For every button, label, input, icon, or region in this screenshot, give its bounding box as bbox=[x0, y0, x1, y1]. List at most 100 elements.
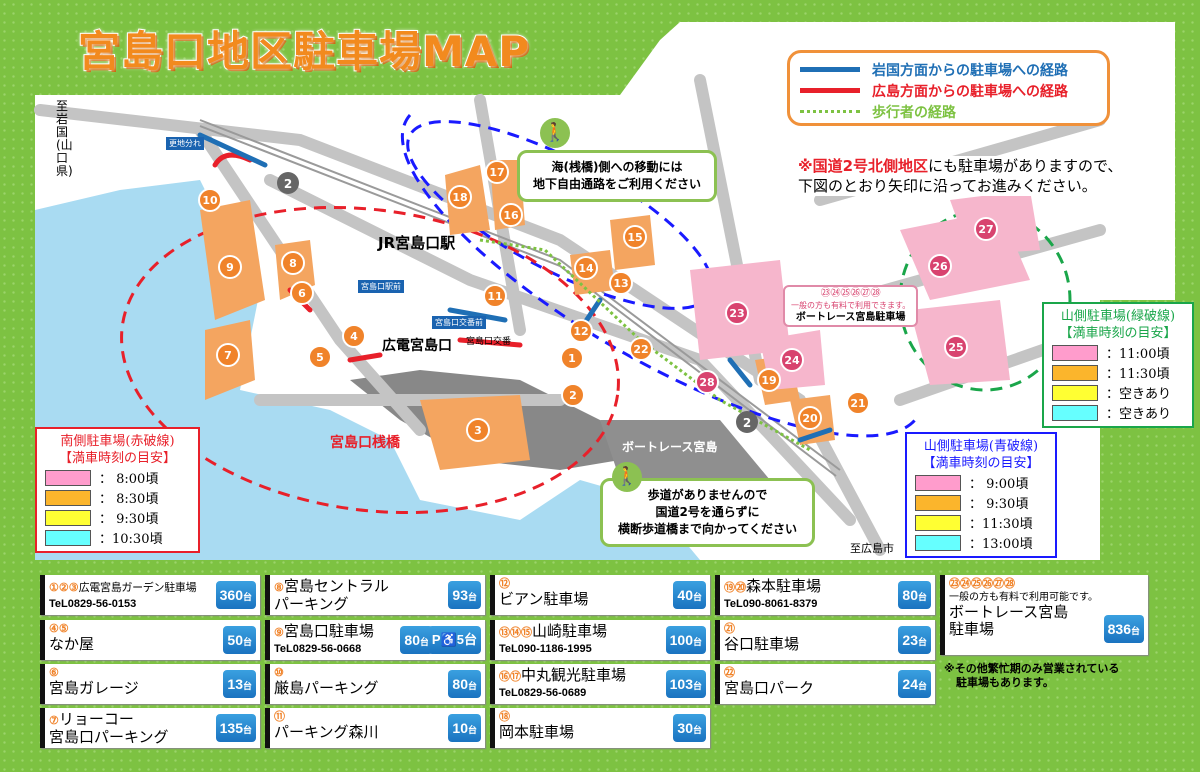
pier-label: 宮島口桟橋 bbox=[330, 435, 400, 451]
lot-marker-17 bbox=[485, 160, 509, 184]
south-lot-time-legend: 南側駐車場(赤破線)【満車時刻の目安】： 8:00頃： 8:30頃： 9:30頃… bbox=[35, 427, 200, 553]
lot-numbers: ⑩ bbox=[274, 667, 284, 679]
lot-name: 広電宮島ガーデン駐車場 bbox=[78, 582, 197, 594]
capacity-unit: 台 bbox=[242, 725, 252, 735]
parking-lot-markers: 1234567891011121314151617181920212223242… bbox=[198, 160, 998, 442]
lot-name: ボートレース宮島 駐車場 bbox=[949, 604, 1069, 638]
capacity-badge: 80台 bbox=[400, 626, 433, 654]
lot-number: 7 bbox=[224, 349, 232, 362]
lot-marker-5 bbox=[308, 345, 332, 369]
signal-sign: 宮島口交番前 bbox=[432, 316, 486, 329]
legend-time: ： 9:00頃 bbox=[969, 477, 1029, 492]
callout-text: 海(桟橋)側への移動には bbox=[551, 160, 683, 174]
legend-row: ：10:30頃 bbox=[45, 528, 190, 547]
legend-label: 歩行者の経路 bbox=[872, 104, 956, 121]
legend-time: ： 9:30頃 bbox=[99, 512, 159, 527]
lot-marker-8 bbox=[281, 251, 305, 275]
capacity-value: 836 bbox=[1107, 621, 1131, 637]
lot-phone: TeL0829-56-0153 bbox=[49, 598, 137, 610]
color-swatch bbox=[1052, 404, 1098, 421]
legend-time: ： 8:30頃 bbox=[99, 492, 159, 507]
capacity-unit: 台 bbox=[917, 681, 927, 691]
lot-number: 28 bbox=[699, 376, 714, 389]
legend-time: ：13:00頃 bbox=[969, 537, 1033, 552]
color-swatch bbox=[1052, 364, 1098, 381]
lot-number: 2 bbox=[569, 389, 577, 402]
lot-number: 20 bbox=[802, 412, 818, 425]
capacity-unit: 台 bbox=[692, 681, 702, 691]
capacity-unit: 台 bbox=[692, 592, 702, 602]
lot-name: ビアン駐車場 bbox=[499, 591, 589, 608]
lot-note: 一般の方も有料で利用可能です。 bbox=[949, 592, 1098, 603]
lot-marker-28 bbox=[695, 370, 719, 394]
color-swatch bbox=[1052, 384, 1098, 401]
lot-number: 4 bbox=[350, 330, 358, 343]
capacity-value: 103 bbox=[669, 676, 693, 692]
lot-number: 23 bbox=[729, 307, 744, 320]
legend-title: 南側駐車場(赤破線) bbox=[60, 434, 175, 449]
capacity-badge: 100台 bbox=[665, 626, 706, 654]
lot-number: 27 bbox=[978, 223, 993, 236]
capacity-badge: 135台 bbox=[215, 714, 256, 742]
lot-name: 中丸観光駐車場 bbox=[521, 667, 627, 684]
legend-time: ： 9:30頃 bbox=[969, 497, 1029, 512]
lot-marker-22 bbox=[629, 337, 653, 361]
lot-numbers: ⑫ bbox=[499, 578, 510, 590]
lot-numbers: ㉑ bbox=[724, 623, 735, 635]
legend-time: ： 8:00頃 bbox=[99, 472, 159, 487]
lot-number: 9 bbox=[226, 261, 234, 274]
legend-row: ：11:30頃 bbox=[1052, 363, 1184, 382]
legend-row: ： 8:00頃 bbox=[45, 468, 190, 487]
legend-row: ：11:30頃 bbox=[915, 513, 1047, 532]
lot-number: 25 bbox=[948, 341, 963, 354]
legend-time: ：空きあり bbox=[1106, 387, 1172, 402]
capacity-value: 80 bbox=[452, 676, 468, 692]
legend-time: ：11:00頃 bbox=[1106, 347, 1170, 362]
lot-number: 1 bbox=[568, 352, 576, 365]
capacity-value: 30 bbox=[677, 720, 693, 736]
lot-phone: TeL090-8061-8379 bbox=[724, 598, 818, 610]
legend-row: ： 8:30頃 bbox=[45, 488, 190, 507]
lot-marker-1 bbox=[560, 346, 584, 370]
lot-marker-4 bbox=[342, 324, 366, 348]
lot-number: 13 bbox=[613, 277, 628, 290]
notice-text: 下図のとおり矢印に沿ってお進みください。 bbox=[798, 177, 1097, 195]
lot-numbers: ⑱ bbox=[499, 711, 510, 723]
capacity-unit: 台 bbox=[917, 637, 927, 647]
legend-row: ：13:00頃 bbox=[915, 533, 1047, 552]
lot-numbers: ①②③ bbox=[49, 582, 79, 594]
callout-title: ボートレース宮島駐車場 bbox=[795, 312, 906, 323]
legend-title: 山側駐車場(緑破線) bbox=[1060, 309, 1176, 324]
route2-label: 2 bbox=[743, 416, 751, 430]
lot-marker-2 bbox=[561, 383, 585, 407]
capacity-badge: 80台 bbox=[898, 581, 931, 609]
legend-route-iwakuni: 岩国方面からの駐車場への経路 bbox=[800, 59, 1097, 80]
lot-name: 宮島口駐車場 bbox=[283, 623, 374, 640]
callout-text: 横断歩道橋まで向かってください bbox=[617, 522, 798, 536]
lot-number: 19 bbox=[761, 374, 776, 387]
capacity-value: 50 bbox=[227, 632, 243, 648]
lot-name: なか屋 bbox=[49, 636, 95, 653]
lot-number: 17 bbox=[489, 166, 504, 179]
accessible-parking-badge: P♿5台 bbox=[427, 626, 481, 654]
color-swatch bbox=[915, 474, 961, 491]
lot-name: リョーコー 宮島口パーキング bbox=[49, 711, 169, 746]
pedestrian-icon: 🚶 bbox=[540, 118, 570, 148]
lot-number: 8 bbox=[289, 257, 297, 270]
route2-shield-icon bbox=[736, 411, 758, 433]
lot-number: 22 bbox=[633, 343, 648, 356]
lot-name: 谷口駐車場 bbox=[724, 636, 800, 653]
lot-marker-15 bbox=[623, 225, 647, 249]
callout-text: 国道2号を通らずに bbox=[655, 505, 760, 519]
signal-sign: 宮島口駅前 bbox=[358, 280, 404, 293]
lot-numbers: ⑦ bbox=[49, 715, 59, 727]
footnote-line: ※その他繁忙期のみ営業されている bbox=[944, 662, 1120, 675]
capacity-badge: 836台 bbox=[1103, 615, 1144, 643]
